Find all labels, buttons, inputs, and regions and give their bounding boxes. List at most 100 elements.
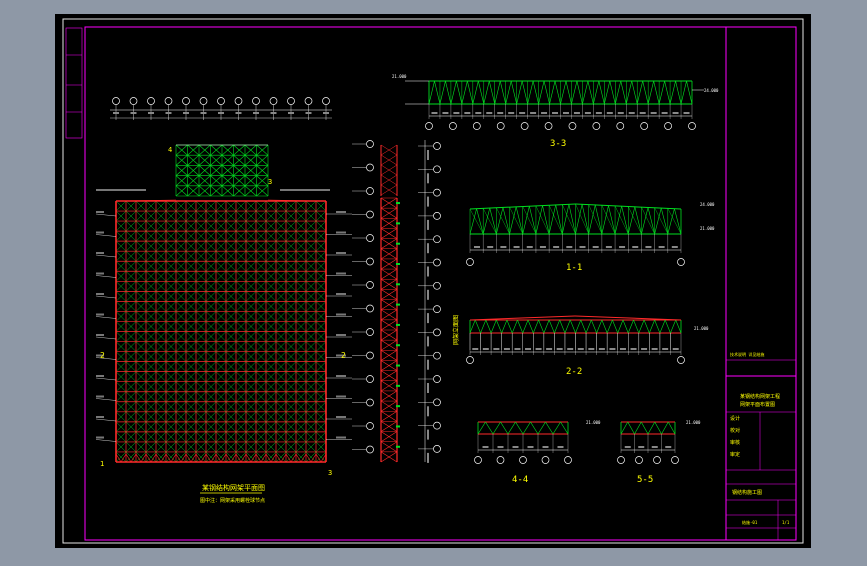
truss-member [575, 204, 583, 235]
axis-bubble [366, 163, 374, 172]
dim-tick [427, 173, 429, 184]
truss-member [145, 271, 157, 282]
axis-bubble [635, 456, 643, 464]
truss-member [195, 261, 207, 272]
truss-member [95, 336, 117, 340]
truss-member [135, 391, 147, 402]
truss-member [195, 441, 207, 453]
dim-tick [96, 293, 104, 295]
truss-member [265, 240, 277, 252]
truss-member [175, 321, 187, 332]
truss-member [145, 351, 157, 362]
truss-member [588, 204, 596, 235]
truss-member [205, 251, 217, 262]
truss-member [305, 251, 317, 262]
truss-member [265, 341, 277, 352]
truss-member [205, 341, 217, 352]
truss-member [195, 291, 207, 302]
truss-member [145, 230, 157, 242]
dim-tick [336, 354, 346, 357]
truss-member [185, 401, 197, 412]
truss-member [469, 315, 576, 321]
truss-member [255, 451, 267, 463]
truss-member [115, 261, 127, 272]
truss-member [115, 321, 127, 332]
truss-member [560, 80, 567, 105]
truss-member [244, 144, 257, 156]
dim-tick [396, 263, 400, 265]
truss-member [380, 309, 398, 321]
truss-member [185, 240, 197, 252]
dim-tick [336, 334, 346, 336]
truss-member [265, 351, 277, 362]
axis-bubble [433, 421, 441, 430]
truss-member [450, 80, 457, 105]
truss-member [380, 299, 398, 310]
section-5-5 [617, 421, 679, 464]
dim-tick [617, 112, 624, 114]
truss-member [680, 80, 687, 105]
truss-member [250, 453, 257, 463]
dim-tick [552, 112, 559, 114]
truss-member [235, 351, 247, 362]
truss-member [155, 341, 167, 352]
truss-member [95, 295, 117, 299]
truss-member [489, 207, 497, 235]
dim-tick [183, 112, 189, 114]
dim-tick [527, 446, 534, 448]
truss-member [315, 331, 327, 342]
truss-member [125, 210, 137, 222]
truss-member [305, 321, 317, 332]
truss-member [165, 371, 177, 382]
dim-tick [270, 112, 277, 114]
truss-member [205, 230, 217, 242]
truss-member [165, 361, 177, 372]
truss-member [115, 391, 127, 402]
truss-member [175, 391, 187, 402]
truss-member [517, 319, 524, 334]
truss-member [145, 261, 157, 272]
truss-member [205, 371, 217, 382]
truss-member [380, 421, 398, 432]
truss-member [265, 251, 277, 262]
truss-member [155, 311, 167, 322]
truss-member [165, 431, 177, 443]
truss-member [245, 431, 257, 443]
truss-member [582, 80, 589, 105]
axis-bubble [433, 165, 441, 174]
truss-member [175, 144, 188, 156]
truss-member [245, 321, 257, 332]
truss-member [140, 453, 147, 463]
truss-member [621, 206, 629, 235]
axis-bubble [568, 122, 577, 130]
plan-left-node-labels [95, 189, 146, 442]
truss-member [488, 80, 496, 105]
truss-member [305, 371, 317, 382]
truss-member [225, 341, 237, 352]
truss-member [155, 381, 167, 392]
axis-bubble [366, 187, 374, 195]
truss-member [180, 453, 187, 463]
drawing-border [84, 26, 797, 541]
truss-member [175, 251, 187, 262]
truss-member [315, 321, 327, 332]
truss-member [235, 311, 247, 322]
truss-member [198, 185, 211, 197]
truss-member [565, 80, 572, 105]
truss-member [187, 175, 200, 187]
truss-member [135, 341, 147, 352]
truss-member [165, 311, 177, 322]
truss-member [135, 230, 147, 242]
title-block-footer: 钢结构施工图 [732, 489, 762, 496]
truss-member [255, 421, 267, 433]
truss-member [295, 411, 307, 423]
truss-member [305, 240, 317, 252]
truss-member [195, 230, 207, 242]
axis-bubble [164, 97, 173, 105]
axis-bubble [433, 328, 441, 337]
truss-member [235, 453, 242, 463]
axis-bubble [688, 122, 696, 130]
truss-member [275, 321, 287, 332]
truss-member [235, 391, 247, 402]
truss-member [225, 230, 237, 242]
